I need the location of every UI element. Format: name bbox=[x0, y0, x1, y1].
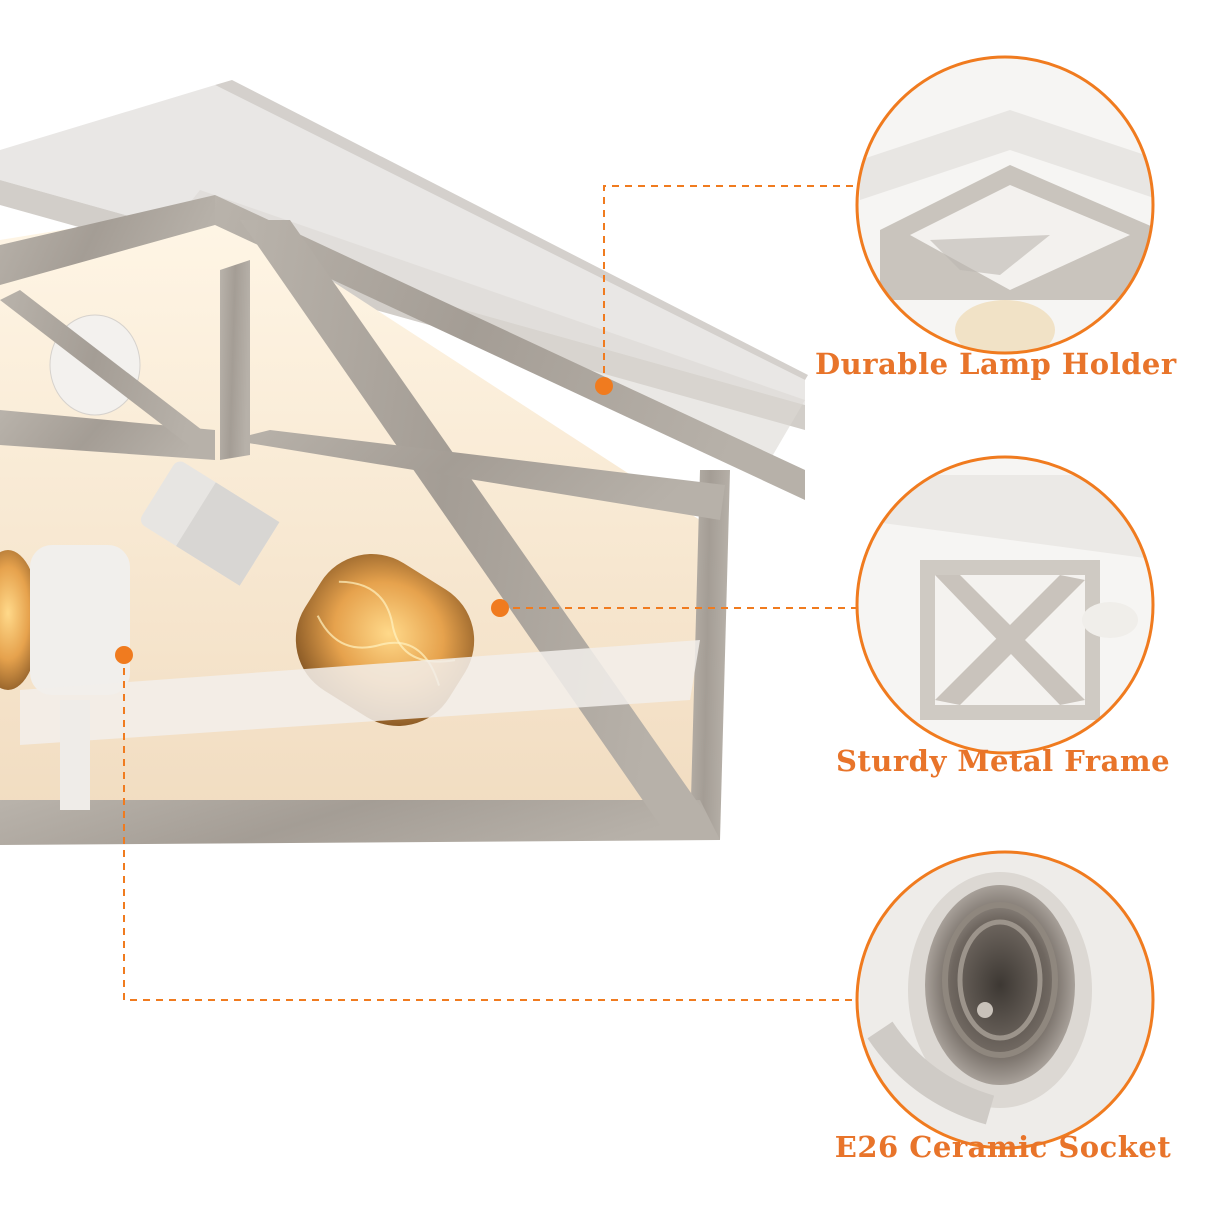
callout-dots bbox=[115, 377, 613, 664]
metal-frame bbox=[0, 195, 805, 845]
feature-label-metal-frame: Sturdy Metal Frame bbox=[835, 744, 1171, 778]
ceramic-socket-closeup bbox=[855, 850, 1155, 1150]
feature-label-lamp-holder: Durable Lamp Holder bbox=[815, 347, 1177, 381]
feature-label-ceramic-socket: E26 Ceramic Socket bbox=[834, 1130, 1172, 1164]
left-bulb bbox=[0, 545, 130, 695]
lamp-holder-closeup bbox=[855, 55, 1155, 355]
callout-lines bbox=[123, 185, 856, 1001]
metal-frame-closeup bbox=[855, 455, 1155, 755]
